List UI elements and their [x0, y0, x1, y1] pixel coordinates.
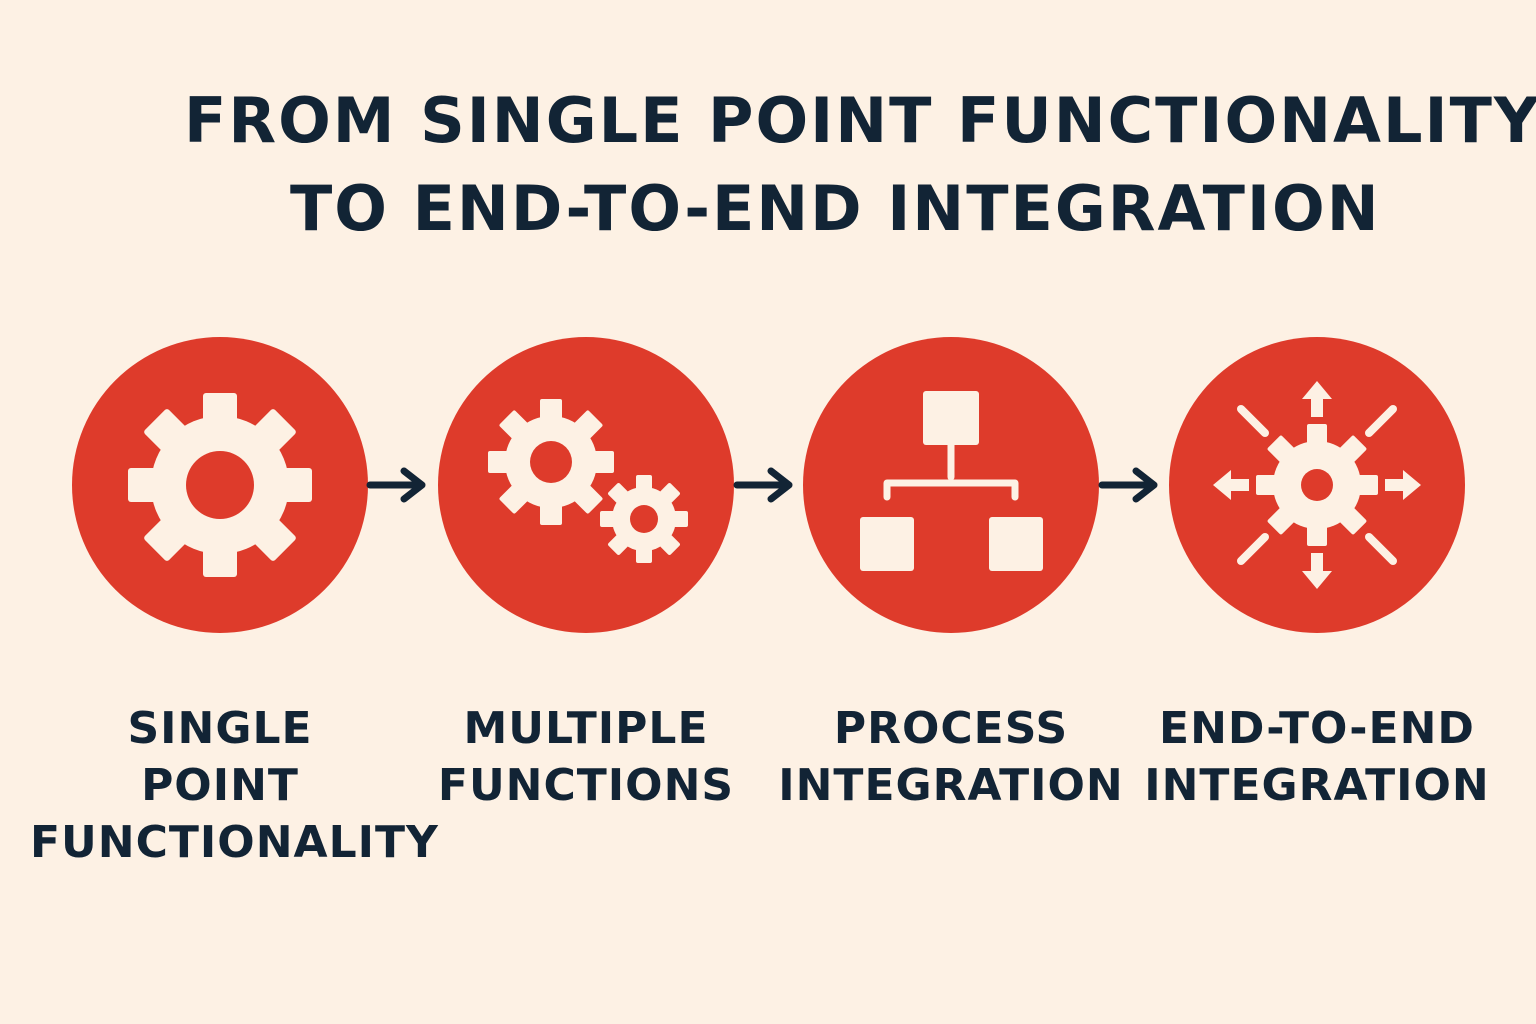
step-4-label-line-1: END-TO-END: [1159, 703, 1475, 754]
step-1-label-line-1: SINGLE: [127, 703, 313, 754]
arrow-right-icon: [733, 465, 803, 505]
title-line-1: FROM SINGLE POINT FUNCTIONALITY: [184, 84, 1536, 157]
step-4-label: END-TO-END INTEGRATION: [1127, 700, 1507, 814]
hierarchy-icon: [803, 337, 1099, 633]
title-line-2: TO END-TO-END INTEGRATION: [290, 172, 1381, 245]
arrow-right-icon: [1098, 465, 1168, 505]
step-2-label: MULTIPLE FUNCTIONS: [396, 700, 776, 814]
two-gears-icon: [438, 337, 734, 633]
step-1-label-line-2: POINT: [141, 760, 299, 811]
step-4-label-line-2: INTEGRATION: [1144, 760, 1490, 811]
step-2-label-line-2: FUNCTIONS: [437, 760, 735, 811]
step-3-label-line-1: PROCESS: [833, 703, 1069, 754]
step-2-circle: [438, 337, 734, 633]
step-1-label: SINGLE POINT FUNCTIONALITY: [30, 700, 439, 871]
step-3-label: PROCESS INTEGRATION: [761, 700, 1141, 814]
arrow-right-icon: [366, 465, 436, 505]
gear-icon: [72, 337, 368, 633]
step-1-label-line-3: FUNCTIONALITY: [30, 817, 439, 868]
step-4-circle: [1169, 337, 1465, 633]
step-1-circle: [72, 337, 368, 633]
step-2-label-line-1: MULTIPLE: [463, 703, 709, 754]
gear-arrows-out-icon: [1169, 337, 1465, 633]
step-3-circle: [803, 337, 1099, 633]
step-3-label-line-2: INTEGRATION: [778, 760, 1124, 811]
